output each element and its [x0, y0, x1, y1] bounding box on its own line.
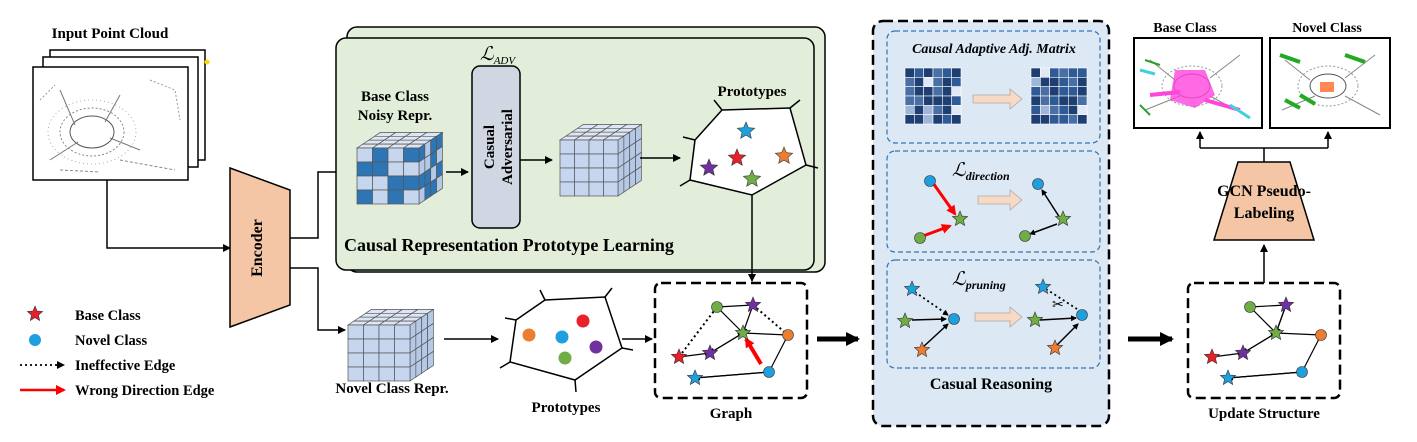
encoder-label: Encoder — [249, 219, 266, 277]
direction-loss-label: ℒdirection — [952, 160, 1010, 183]
prune-cyan-star — [903, 280, 921, 297]
graph-purple-star — [1234, 344, 1252, 361]
input-point-cloud: Input Point Cloud — [32, 26, 210, 181]
novel-repr-label: Novel Class Repr. — [335, 381, 448, 397]
adj-matrix-after — [1030, 67, 1088, 125]
crpl-green-star — [742, 169, 762, 187]
crpl-red-star — [727, 148, 747, 166]
reasoning-panel: Causal Adaptive Adj. Matrix ℒdirection ℒ… — [871, 19, 1111, 428]
crpl-prototypes-title: Prototypes — [718, 84, 787, 100]
graph-cyan-node — [1296, 366, 1308, 378]
crpl-title: Causal Representation Prototype Learning — [344, 235, 674, 255]
pruning-illustration: ✂ — [896, 278, 1088, 358]
dir-green-star — [1054, 210, 1072, 227]
crpl-purple-star — [699, 158, 719, 176]
update-label: Update Structure — [1208, 406, 1320, 422]
adv-loss-label: ℒADV — [480, 44, 516, 67]
dir-green-star — [951, 210, 969, 227]
clean-repr-cube — [558, 123, 643, 197]
reasoning-title: Casual Reasoning — [930, 376, 1052, 393]
gcn-line1: GCN Pseudo- — [1217, 183, 1311, 200]
base-output-image — [1133, 37, 1263, 129]
encoder: Encoder — [229, 166, 291, 329]
adversarial-line2: Adversarial — [500, 109, 516, 185]
novel-prototypes — [499, 287, 634, 393]
gcn-pseudo-labeling: GCN Pseudo- Labeling — [1212, 161, 1316, 241]
graph-orange-node — [782, 329, 794, 341]
graph-green-node — [1244, 301, 1256, 313]
graph-purple-star — [744, 296, 762, 313]
update-structure — [1186, 281, 1342, 400]
graph-red-star — [1203, 348, 1221, 365]
prune-orange-star — [913, 341, 931, 358]
graph-cyan-node — [763, 366, 775, 378]
graph-green-star — [734, 324, 752, 341]
adversarial-line1: Casual — [482, 125, 498, 169]
crpl-prototypes — [679, 99, 819, 208]
input-title: Input Point Cloud — [52, 26, 169, 42]
graph-green-star — [1267, 324, 1285, 341]
gcn-line2: Labeling — [1234, 205, 1294, 222]
point-cloud-image — [39, 79, 181, 173]
graph-red-star — [670, 348, 688, 365]
direction-illustration — [914, 175, 1072, 244]
base-output-title: Base Class — [1153, 21, 1217, 36]
noisy-repr-line2: Noisy Repr. — [358, 108, 433, 124]
graph-label: Graph — [710, 406, 753, 422]
legend: Base Class Novel Class Ineffective Edge … — [20, 305, 215, 399]
dir-cyan-node — [1032, 178, 1044, 190]
graph-orange-node — [1315, 329, 1327, 341]
prune-cyan-node — [1076, 309, 1088, 321]
adj-matrix-before — [904, 67, 962, 125]
adj-transform-arrow — [972, 88, 1023, 110]
legend-novel-dot — [29, 334, 41, 346]
dir-cyan-node — [924, 175, 936, 187]
legend-novel-class: Novel Class — [75, 333, 147, 349]
crpl-orange-star — [774, 146, 794, 164]
prune-green-star — [896, 312, 914, 329]
dir-green-node — [1019, 230, 1031, 242]
crpl-panel: Causal Representation Prototype Learning… — [335, 26, 826, 273]
noisy-repr-line1: Base Class — [361, 89, 429, 105]
graph-purple-star — [1277, 296, 1295, 313]
crpl-cyan-star — [736, 121, 756, 139]
adversarial-block: Casual Adversarial — [471, 65, 521, 229]
legend-base-star — [26, 305, 44, 322]
adj-matrix-title: Causal Adaptive Adj. Matrix — [912, 42, 1076, 57]
prune-cyan-star — [1034, 278, 1052, 295]
novel-output-image — [1269, 37, 1391, 129]
graph-green-node — [711, 301, 723, 313]
prune-orange-star — [1046, 339, 1064, 356]
novel-prototypes-label: Prototypes — [532, 400, 601, 416]
graph-cyan-star — [686, 369, 704, 386]
novel-output-title: Novel Class — [1292, 21, 1362, 36]
legend-ineffective-edge: Ineffective Edge — [75, 358, 176, 374]
legend-wrong-direction-edge: Wrong Direction Edge — [75, 383, 215, 399]
prune-green-star — [1026, 311, 1044, 328]
noisy-repr-cube — [355, 131, 444, 205]
prune-cyan-node — [948, 313, 960, 325]
svg-text:✂: ✂ — [1052, 297, 1064, 313]
pruning-loss-label: ℒpruning — [952, 269, 1006, 292]
graph-cyan-star — [1219, 369, 1237, 386]
legend-base-class: Base Class — [75, 308, 141, 324]
novel-repr-cube — [346, 308, 435, 382]
dir-green-node — [914, 232, 926, 244]
graph — [653, 281, 809, 400]
graph-purple-star — [701, 344, 719, 361]
